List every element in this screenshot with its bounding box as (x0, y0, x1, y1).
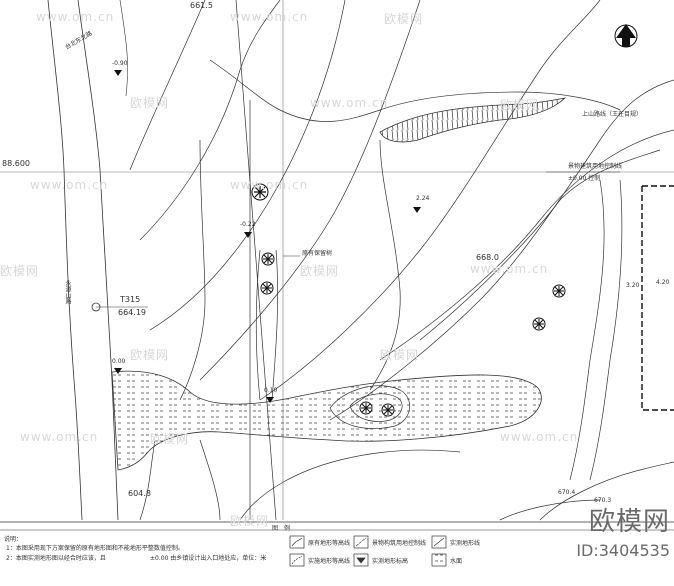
watermark: www.om.cn (36, 10, 115, 24)
contour-lines (129, 0, 674, 521)
watermark: www.om.cn (310, 96, 389, 110)
contour-label: 670.4 (558, 489, 576, 496)
note-line-2: 2：本图实测地形图以经合时应该，且 (6, 555, 106, 562)
tree-symbol-icon (552, 284, 566, 298)
watermark: www.om.cn (230, 178, 309, 192)
legend-item-design-point: 实测地形标高 (372, 558, 409, 565)
legend-item-water: 水面 (450, 558, 463, 565)
building-boundary (641, 185, 674, 411)
watermark: 欧模网 (230, 514, 270, 528)
contour-label: 604.8 (128, 489, 151, 498)
brand-id: ID:3404535 (576, 541, 670, 560)
watermark: www.om.cn (20, 430, 99, 444)
watermark: 欧模网 (384, 12, 424, 26)
watermark: www.om.cn (30, 178, 109, 192)
legend-title: 图 例 (272, 525, 291, 532)
notes-label: 说明： (4, 536, 23, 543)
legend: 图 例 说明： 1：本图采用现下方案保留的原有地形图和不能地形平整数值控制。 2… (0, 522, 674, 582)
legend-symbols (289, 535, 447, 567)
watermark: 欧模网 (130, 348, 170, 362)
watermark: www.om.cn (230, 10, 309, 24)
legend-item-design-contour: 实施地形等高线 (308, 558, 351, 565)
elevation-label: -0.22 (240, 221, 256, 228)
watermark: 欧模网 (500, 98, 540, 112)
contour-label: 670.3 (594, 497, 612, 504)
elevation-label: 3.20 (626, 282, 640, 289)
legend-item-original-contour: 原有地形等高线 (308, 540, 351, 547)
watermark: 欧模网 (130, 96, 170, 110)
legend-item-building-line: 景物构筑用地控制线 (372, 540, 427, 547)
watermark: 欧模网 (380, 348, 420, 362)
elevation-triangle-icon (114, 70, 421, 403)
elevation-label: 2.24 (416, 195, 430, 202)
elevation-label: 4.20 (656, 279, 670, 286)
watermark: 欧模网 (0, 264, 40, 278)
mountain-road-label: 上山路线（王在目规） (582, 111, 643, 118)
tree-symbol-icon (359, 401, 373, 415)
tree-note-label: 原有保留树 (302, 250, 333, 257)
north-arrow-icon (614, 24, 638, 48)
grid-coordinate-label: 88.600 (2, 159, 30, 168)
brand-logo: 欧模网 (588, 507, 670, 537)
tree-symbol-icon (251, 183, 269, 201)
watermark: www.om.cn (470, 262, 549, 276)
vertical-road-label: 永源山路 (64, 280, 71, 304)
building-note-label: 景物建筑用地控制线 (568, 163, 623, 170)
tree-symbol-icon (381, 403, 395, 417)
watermark: 欧模网 (150, 432, 190, 446)
benchmark-value: 664.19 (118, 308, 146, 317)
note-line-1: 1：本图采用现下方案保留的原有地形图和不能地形平整数值控制。 (6, 545, 184, 552)
watermark: www.om.cn (500, 430, 579, 444)
contour-label-top: 661.5 (190, 1, 213, 10)
hatched-mound (379, 97, 567, 143)
water-body (111, 370, 542, 471)
legend-item-measured-contour: 实测地形线 (450, 540, 481, 547)
tree-symbol-icon (261, 252, 275, 266)
tree-symbol-icon (532, 317, 546, 331)
building-note-label-2: ±0.00 控制 (568, 175, 601, 182)
benchmark-code: T315 (120, 295, 141, 304)
watermark: 欧模网 (300, 264, 340, 278)
elevation-label: -0.90 (112, 60, 128, 67)
tree-symbol-icon (260, 281, 274, 295)
elevation-label: 0.00 (112, 358, 126, 365)
contour-label: 668.0 (476, 253, 499, 262)
note-line-3: ±0.00 由乡镇设计出入口地处应，单位：米 (150, 555, 267, 562)
elevation-label: 0.10 (264, 387, 278, 394)
